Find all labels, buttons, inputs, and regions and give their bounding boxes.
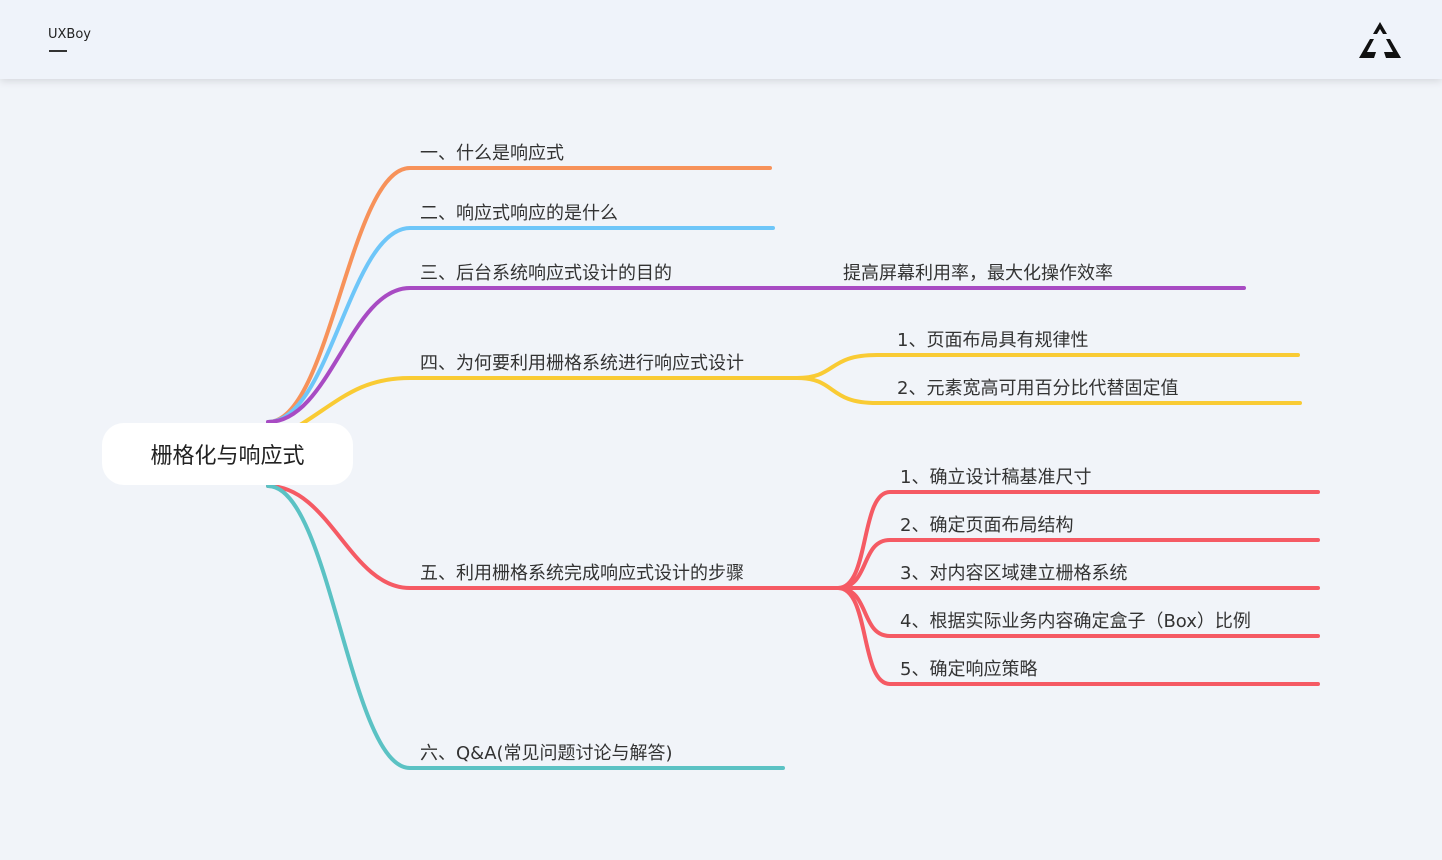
branch-5-child-3[interactable]: 3、对内容区域建立栅格系统 (900, 563, 1128, 584)
branch-4-label[interactable]: 四、为何要利用栅格系统进行响应式设计 (420, 353, 744, 374)
branch-5-line (266, 484, 840, 590)
branch-2-line (266, 226, 775, 424)
triangle-logo-icon[interactable] (1358, 22, 1402, 60)
branch-2-label[interactable]: 二、响应式响应的是什么 (420, 203, 618, 224)
branch-5-child-2-line (836, 538, 1320, 590)
branch-3-line (266, 286, 1246, 424)
branch-5-child-1-line (836, 490, 1320, 590)
branch-4-child-1-line (795, 353, 1300, 380)
branch-4-line (298, 376, 799, 427)
branch-4-child-2-line (795, 376, 1302, 405)
branch-5-child-5[interactable]: 5、确定响应策略 (900, 659, 1038, 680)
branch-1-line (266, 166, 772, 424)
brand-name[interactable]: UXBoy (48, 27, 91, 42)
branch-4-child-2[interactable]: 2、元素宽高可用百分比代替固定值 (897, 378, 1179, 399)
branch-6-line (266, 484, 785, 770)
branch-4-child-1[interactable]: 1、页面布局具有规律性 (897, 330, 1089, 351)
branch-5-label[interactable]: 五、利用栅格系统完成响应式设计的步骤 (420, 563, 744, 584)
brand-underline (49, 50, 67, 52)
root-node[interactable]: 栅格化与响应式 (102, 423, 353, 485)
branch-5-child-1[interactable]: 1、确立设计稿基准尺寸 (900, 467, 1092, 488)
branch-3-label[interactable]: 三、后台系统响应式设计的目的 (420, 263, 672, 284)
branch-5-child-2[interactable]: 2、确定页面布局结构 (900, 515, 1074, 536)
root-label: 栅格化与响应式 (150, 444, 305, 469)
branch-1-label[interactable]: 一、什么是响应式 (420, 143, 564, 164)
branch-5-child-4[interactable]: 4、根据实际业务内容确定盒子（Box）比例 (900, 611, 1251, 632)
branch-5-child-5-line (836, 586, 1320, 686)
branch-6-label[interactable]: 六、Q&A(常见问题讨论与解答) (420, 743, 673, 764)
branch-3-child-1[interactable]: 提高屏幕利用率，最大化操作效率 (843, 263, 1113, 284)
header: UXBoy (0, 0, 1442, 79)
